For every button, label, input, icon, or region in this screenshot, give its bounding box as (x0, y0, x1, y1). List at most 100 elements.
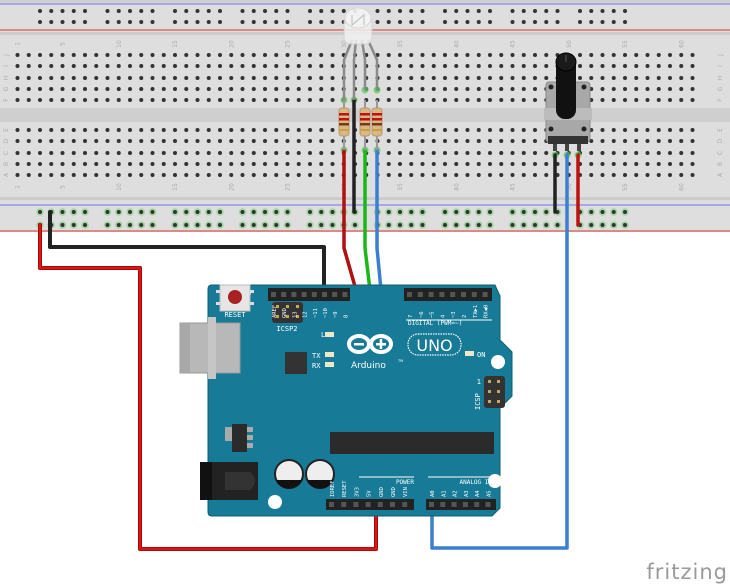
breadboard-hole[interactable] (398, 53, 402, 57)
resistor[interactable] (338, 100, 350, 150)
breadboard-hole[interactable] (465, 210, 470, 214)
breadboard-hole[interactable] (645, 128, 650, 132)
breadboard-hole[interactable] (488, 64, 492, 68)
breadboard-hole[interactable] (521, 139, 526, 143)
breadboard-hole[interactable] (386, 162, 391, 166)
breadboard-hole[interactable] (679, 128, 684, 132)
breadboard-hole[interactable] (274, 128, 279, 132)
breadboard-hole[interactable] (173, 128, 177, 132)
breadboard-hole[interactable] (476, 223, 481, 227)
breadboard-hole[interactable] (308, 210, 312, 214)
breadboard-hole[interactable] (634, 87, 639, 91)
breadboard-hole[interactable] (476, 98, 481, 102)
breadboard-hole[interactable] (71, 64, 76, 68)
breadboard-hole[interactable] (454, 20, 459, 24)
breadboard-hole[interactable] (105, 173, 110, 177)
breadboard-hole[interactable] (533, 64, 537, 68)
breadboard-hole[interactable] (319, 210, 324, 214)
breadboard-hole[interactable] (38, 98, 42, 102)
breadboard-hole[interactable] (251, 139, 256, 143)
breadboard-hole[interactable] (308, 53, 312, 57)
breadboard-hole[interactable] (679, 76, 684, 80)
breadboard-hole[interactable] (668, 87, 672, 91)
breadboard-hole[interactable] (488, 162, 492, 166)
breadboard-hole[interactable] (83, 98, 87, 102)
breadboard-hole[interactable] (341, 9, 346, 13)
breadboard-hole[interactable] (229, 128, 234, 132)
header-pin[interactable] (451, 502, 457, 507)
breadboard-hole[interactable] (150, 128, 155, 132)
breadboard-hole[interactable] (263, 76, 267, 80)
breadboard-hole[interactable] (60, 87, 65, 91)
breadboard-hole[interactable] (240, 20, 245, 24)
breadboard-hole[interactable] (184, 64, 189, 68)
breadboard-hole[interactable] (679, 53, 684, 57)
breadboard-hole[interactable] (229, 53, 234, 57)
breadboard-hole[interactable] (386, 223, 391, 227)
breadboard-hole[interactable] (578, 20, 582, 24)
breadboard-hole[interactable] (173, 173, 177, 177)
breadboard-hole[interactable] (499, 173, 504, 177)
breadboard-hole[interactable] (510, 151, 515, 155)
breadboard-hole[interactable] (285, 128, 290, 132)
breadboard-hole[interactable] (443, 223, 447, 227)
breadboard-hole[interactable] (150, 210, 155, 214)
breadboard-hole[interactable] (398, 210, 402, 214)
breadboard-hole[interactable] (454, 173, 459, 177)
breadboard-hole[interactable] (60, 151, 65, 155)
breadboard-hole[interactable] (218, 128, 222, 132)
breadboard-hole[interactable] (319, 53, 324, 57)
breadboard-hole[interactable] (476, 9, 481, 13)
breadboard-hole[interactable] (398, 20, 402, 24)
breadboard-hole[interactable] (521, 151, 526, 155)
breadboard-hole[interactable] (38, 87, 42, 91)
breadboard-hole[interactable] (476, 151, 481, 155)
breadboard-hole[interactable] (263, 223, 267, 227)
breadboard-hole[interactable] (319, 64, 324, 68)
breadboard-hole[interactable] (274, 87, 279, 91)
breadboard-hole[interactable] (274, 162, 279, 166)
header-pin[interactable] (407, 292, 412, 297)
breadboard-hole[interactable] (285, 87, 290, 91)
breadboard-hole[interactable] (128, 139, 132, 143)
breadboard-hole[interactable] (116, 9, 121, 13)
breadboard-hole[interactable] (443, 87, 447, 91)
breadboard-hole[interactable] (634, 98, 639, 102)
breadboard-hole[interactable] (229, 139, 234, 143)
breadboard-hole[interactable] (544, 210, 549, 214)
breadboard-hole[interactable] (623, 20, 627, 24)
breadboard-hole[interactable] (600, 151, 605, 155)
breadboard-hole[interactable] (240, 139, 245, 143)
breadboard-hole[interactable] (206, 76, 211, 80)
breadboard-hole[interactable] (49, 9, 54, 13)
breadboard-hole[interactable] (656, 87, 661, 91)
breadboard-hole[interactable] (690, 64, 695, 68)
breadboard-hole[interactable] (589, 173, 594, 177)
breadboard-hole[interactable] (60, 210, 65, 214)
breadboard-hole[interactable] (251, 20, 256, 24)
breadboard-hole[interactable] (195, 64, 200, 68)
breadboard-hole[interactable] (454, 151, 459, 155)
breadboard-hole[interactable] (521, 210, 526, 214)
breadboard-hole[interactable] (150, 151, 155, 155)
breadboard-hole[interactable] (443, 20, 447, 24)
reset-button[interactable] (216, 284, 254, 312)
breadboard-hole[interactable] (420, 128, 425, 132)
breadboard-hole[interactable] (26, 162, 31, 166)
breadboard-hole[interactable] (668, 64, 672, 68)
breadboard-hole[interactable] (218, 98, 222, 102)
breadboard-hole[interactable] (263, 151, 267, 155)
breadboard-hole[interactable] (656, 76, 661, 80)
breadboard-hole[interactable] (409, 76, 414, 80)
breadboard-hole[interactable] (128, 64, 132, 68)
breadboard-hole[interactable] (578, 76, 582, 80)
breadboard-hole[interactable] (330, 210, 335, 214)
breadboard-hole[interactable] (634, 139, 639, 143)
breadboard-hole[interactable] (251, 64, 256, 68)
breadboard-hole[interactable] (206, 9, 211, 13)
breadboard-hole[interactable] (139, 210, 144, 214)
header-pin[interactable] (341, 502, 347, 507)
breadboard-hole[interactable] (690, 162, 695, 166)
breadboard-hole[interactable] (600, 64, 605, 68)
breadboard-hole[interactable] (274, 53, 279, 57)
